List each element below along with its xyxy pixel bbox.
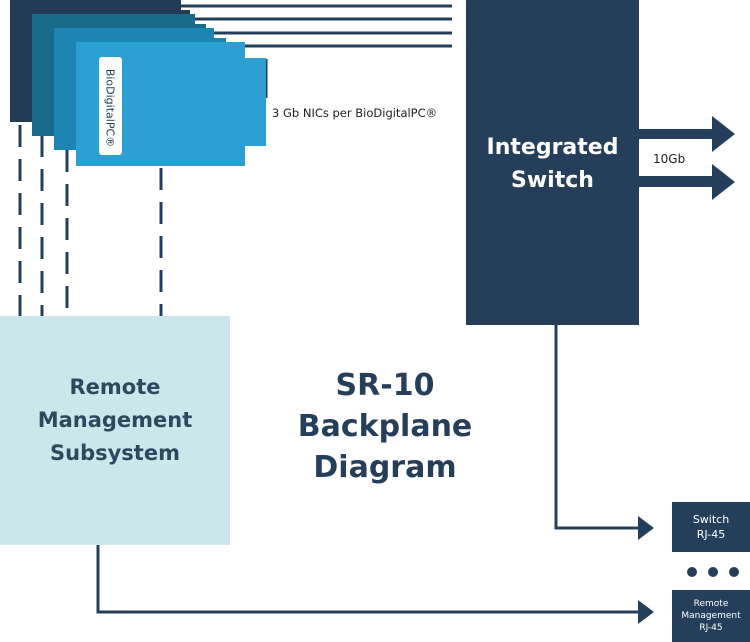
three-dots-icon [687, 567, 739, 577]
switch-port-label: Switch RJ-45 [692, 513, 730, 541]
pc-module-1 [76, 42, 266, 166]
switch-to-port-line [554, 325, 650, 530]
pc-stack [10, 0, 266, 166]
uplink-speed-label: 10Gb [653, 152, 686, 166]
management-dashed-lines [18, 125, 163, 316]
nic-label: 3 Gb NICs per BioDigitalPC® [272, 106, 438, 120]
diagram-title: SR-10 Backplane Diagram [297, 367, 473, 485]
switch-port-box [672, 502, 750, 552]
uplink-arrows [639, 116, 735, 200]
arrow-right-icon [639, 164, 735, 200]
remote-port-box [672, 590, 750, 642]
arrow-right-icon [639, 116, 735, 152]
remote-management-label: Remote Management Subsystem [37, 374, 193, 465]
rms-to-port-line [96, 545, 650, 614]
arrow-right-icon [638, 516, 654, 540]
pc-module-label: BioDigitalPC® [104, 68, 117, 148]
remote-port-label: Remote Management RJ-45 [681, 599, 741, 633]
integrated-switch-box [466, 0, 639, 325]
remote-management-box [0, 316, 230, 545]
arrow-right-icon [638, 600, 654, 624]
integrated-switch-label: Integrated Switch [486, 135, 619, 193]
pc-label-tab [99, 57, 122, 155]
